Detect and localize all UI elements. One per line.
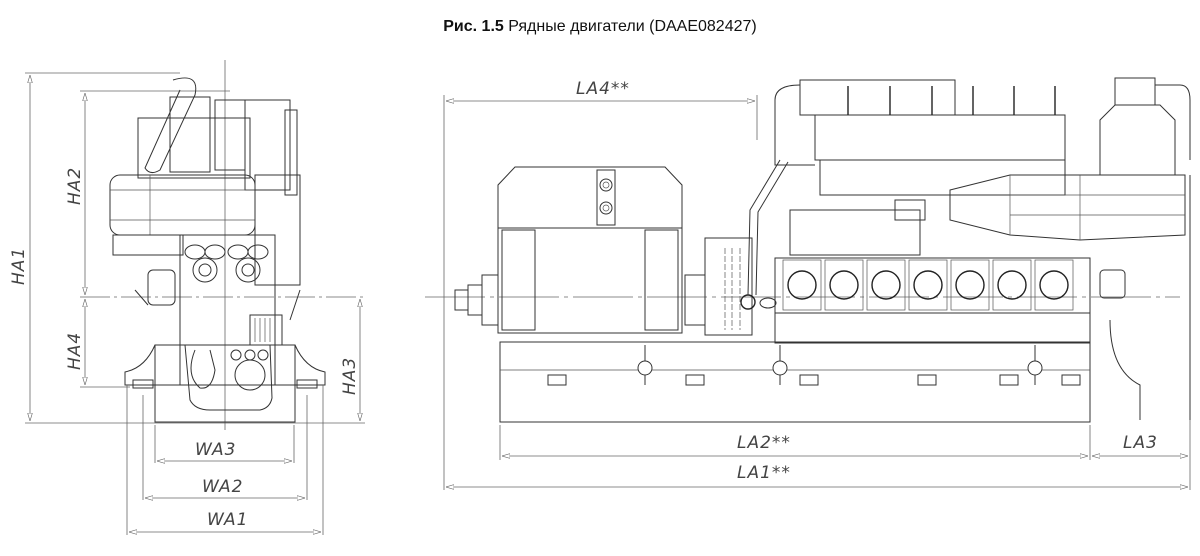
dim-ha3: HA3 [340,357,360,395]
dim-la2: LA2** [737,433,791,453]
figure-caption: Рис. 1.5 Рядные двигатели (DAAE082427) [0,18,1200,36]
dim-wa2: WA2 [202,477,243,497]
dim-la4: LA4** [576,79,630,99]
figure-label: Рис. 1.5 [443,18,504,35]
manifold-segments [847,86,1056,115]
cylinders [782,259,1074,311]
dim-la1: LA1** [737,463,791,483]
dim-ha1: HA1 [9,247,29,285]
figure-title: Рядные двигатели (DAAE082427) [508,18,757,35]
front-view: HA1 HA2 HA4 HA3 [9,60,365,535]
dim-wa1: WA1 [207,510,248,530]
dim-la3: LA3 [1123,433,1158,453]
base-lugs [637,345,1043,385]
dim-wa3: WA3 [195,440,236,460]
base-feet [547,374,1081,386]
side-view: LA4** [425,77,1191,490]
dim-ha4: HA4 [65,332,85,370]
dim-ha2: HA2 [65,167,85,205]
